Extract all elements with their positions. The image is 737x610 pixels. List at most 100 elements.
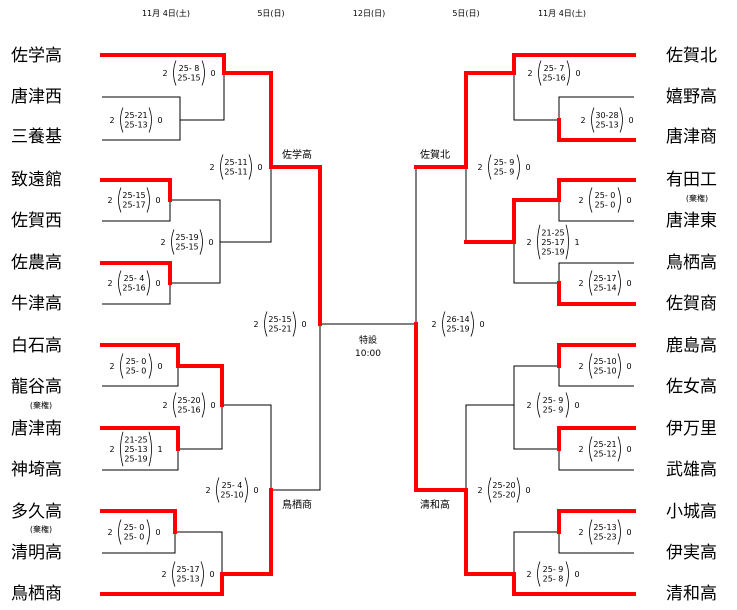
sets-won-winner: 2: [578, 362, 583, 371]
set-score: 25- 8: [543, 575, 564, 584]
team-name: 清明高: [11, 543, 62, 563]
bracket-paren-right: [200, 561, 204, 587]
team-name: 伊実高: [666, 543, 717, 563]
round-winner-label: 佐学高: [282, 148, 312, 161]
set-score: 25-13: [176, 575, 199, 584]
bracket-paren-left: [537, 224, 541, 260]
bracket-paren-left: [488, 477, 492, 503]
sets-won-loser: 0: [301, 320, 306, 329]
set-score: 21-25: [541, 228, 564, 237]
sets-won-loser: 0: [479, 320, 484, 329]
set-score: 25-15: [122, 191, 145, 200]
sets-won-winner: 2: [109, 445, 114, 454]
sets-won-winner: 2: [109, 362, 114, 371]
team-name: 佐賀北: [666, 46, 717, 66]
bracket-paren-left: [589, 436, 593, 462]
sets-won-winner: 2: [580, 116, 585, 125]
set-score: 25-17: [176, 565, 199, 574]
team-name: 小城高: [666, 502, 717, 522]
bracket-paren-left: [442, 311, 446, 337]
sets-won-loser: 0: [525, 163, 530, 172]
team-name: 佐女高: [666, 377, 717, 397]
venue-time: 10:00: [355, 349, 381, 359]
venue-label: 特設: [359, 334, 377, 346]
sets-won-loser: 0: [210, 401, 215, 410]
bracket-paren-right: [146, 519, 150, 545]
sets-won-winner: 2: [109, 116, 114, 125]
bracket-paren-left: [120, 353, 124, 379]
bracket-paren-left: [172, 561, 176, 587]
set-score: 25-21: [124, 111, 147, 120]
bracket-paren-right: [565, 561, 569, 587]
withdrawal-note: (棄権): [30, 400, 52, 410]
sets-won-loser: 0: [574, 570, 579, 579]
withdrawal-note: (棄権): [30, 524, 52, 534]
date-final: 12日(日): [353, 9, 385, 18]
bracket-paren-right: [248, 154, 252, 180]
set-score: 25-15: [268, 315, 291, 324]
set-score: 25-10: [593, 357, 616, 366]
bracket-paren-right: [617, 187, 621, 213]
bracket-paren-left: [589, 353, 593, 379]
bracket-paren-right: [617, 436, 621, 462]
date-round1-left: 11月 4日(土): [142, 8, 190, 18]
set-score: 25- 9: [494, 168, 515, 177]
bracket-paren-left: [589, 519, 593, 545]
bracket-paren-left: [118, 270, 122, 296]
bracket-paren-right: [148, 353, 152, 379]
sets-won-winner: 2: [162, 401, 167, 410]
sets-won-loser: 0: [253, 486, 258, 495]
bracket-paren-left: [537, 392, 541, 418]
team-name: 唐津南: [11, 418, 62, 439]
set-score: 25-20: [492, 491, 515, 500]
set-score: 25-17: [593, 274, 616, 283]
sets-won-loser: 0: [209, 570, 214, 579]
set-score: 25- 9: [543, 396, 564, 405]
bracket-paren-right: [565, 392, 569, 418]
sets-won-winner: 2: [161, 570, 166, 579]
sets-won-loser: 1: [574, 238, 579, 247]
team-name: 有田工: [666, 170, 717, 190]
sets-won-winner: 2: [526, 238, 531, 247]
team-name: 鳥栖高: [666, 253, 717, 273]
team-name: 神埼高: [11, 460, 62, 480]
sets-won-winner: 2: [253, 320, 258, 329]
sets-won-loser: 0: [626, 445, 631, 454]
team-name: 唐津商: [666, 126, 717, 147]
bracket-paren-left: [173, 60, 177, 86]
set-score: 25- 0: [124, 523, 145, 532]
bracket-paren-right: [146, 187, 150, 213]
set-score: 25- 0: [126, 357, 147, 366]
sets-won-loser: 0: [210, 69, 215, 78]
set-score: 25- 0: [124, 533, 145, 542]
bracket-paren-left: [118, 519, 122, 545]
sets-won-winner: 2: [578, 528, 583, 537]
bracket-paren-right: [516, 477, 520, 503]
withdrawal-note: (棄権): [686, 193, 708, 203]
bracket-paren-left: [118, 187, 122, 213]
team-name: 佐賀商: [666, 294, 717, 314]
bracket-paren-right: [617, 353, 621, 379]
sets-won-loser: 0: [575, 69, 580, 78]
bracket-paren-left: [220, 154, 224, 180]
bracket-paren-right: [470, 311, 474, 337]
bracket-paren-right: [566, 60, 570, 86]
bracket-paren-left: [216, 477, 220, 503]
set-score: 25-10: [593, 367, 616, 376]
team-name: 牛津高: [11, 294, 62, 314]
bracket-paren-left: [264, 311, 268, 337]
sets-won-loser: 0: [574, 401, 579, 410]
team-name: 武雄高: [666, 460, 717, 480]
